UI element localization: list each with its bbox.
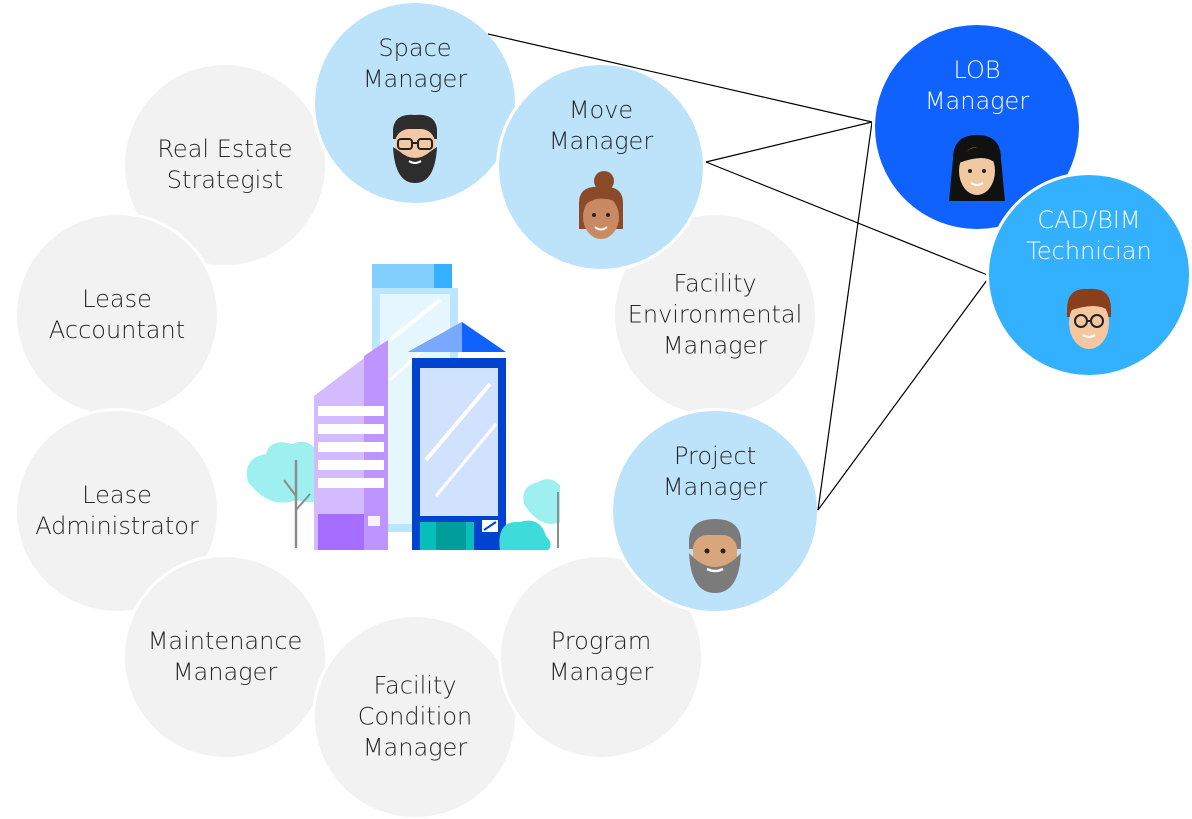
role-facility-condition-manager: Facility Condition Manager — [312, 614, 518, 819]
woman-bun-avatar — [579, 171, 623, 239]
role-project-manager: Project Manager — [610, 408, 820, 614]
role-label: Move Manager — [548, 96, 654, 155]
role-label: Real Estate Strategist — [157, 135, 293, 194]
connector-project-to-lob — [817, 121, 873, 511]
connector-project-to-cad — [817, 275, 991, 511]
role-label: LOB Manager — [924, 56, 1030, 115]
man-glasses-avatar — [1067, 288, 1111, 349]
role-label: Facility Condition Manager — [357, 671, 473, 762]
role-space-manager: Space Manager — [312, 0, 518, 206]
role-label: Lease Accountant — [48, 285, 186, 344]
tree-right-canopy — [523, 479, 560, 524]
role-label: CAD/BIM Technician — [1026, 206, 1152, 265]
tree-left-canopy — [246, 441, 335, 503]
bearded-man-glasses-avatar — [393, 114, 437, 183]
role-label: Maintenance Manager — [147, 627, 303, 686]
role-program-manager: Program Manager — [498, 554, 704, 760]
office-building-illustration — [246, 264, 560, 550]
role-maintenance-manager: Maintenance Manager — [122, 554, 328, 760]
role-label: Project Manager — [662, 442, 768, 501]
role-label: Program Manager — [548, 627, 654, 686]
role-label: Space Manager — [362, 34, 468, 93]
gray-bearded-man-avatar — [689, 519, 741, 593]
role-move-manager: Move Manager — [496, 62, 706, 272]
role-cad-bim-technician: CAD/BIM Technician — [986, 172, 1192, 378]
connector-move-to-lob — [705, 121, 873, 163]
woman-long-hair-avatar — [949, 135, 1005, 201]
role-label: Facility Environmental Manager — [627, 269, 803, 360]
role-lease-accountant: Lease Accountant — [14, 212, 220, 418]
role-label: Lease Administrator — [35, 481, 199, 540]
